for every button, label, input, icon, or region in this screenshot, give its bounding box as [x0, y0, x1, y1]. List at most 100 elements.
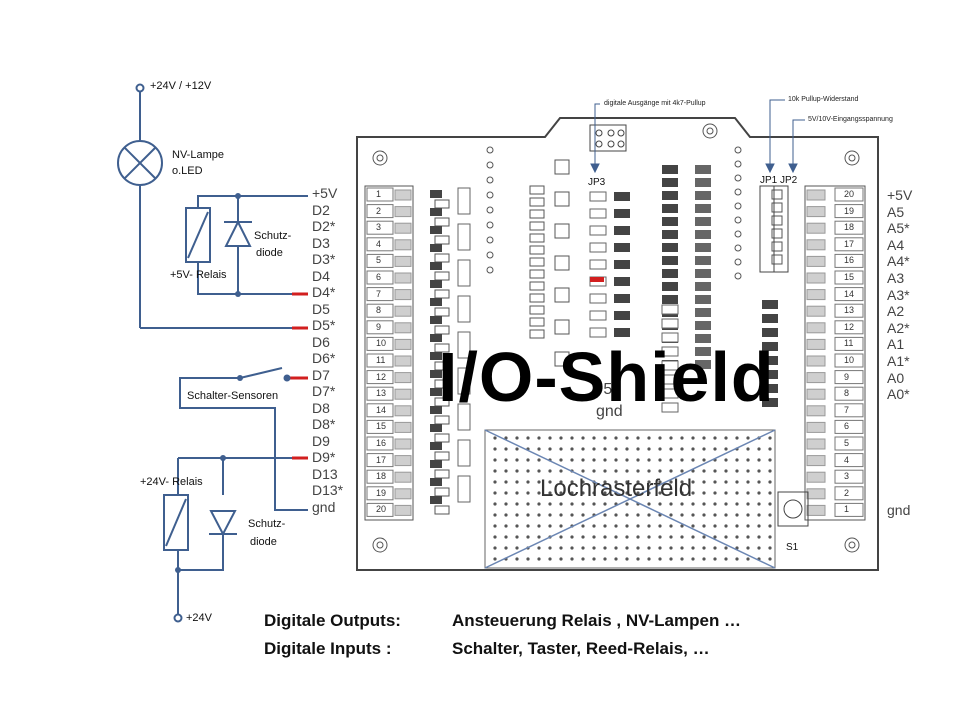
left-pin-label: D9	[312, 432, 330, 449]
terminal-number: 13	[376, 388, 387, 399]
terminal-slot	[366, 353, 394, 368]
supply-top-label: +24V / +12V	[150, 80, 212, 92]
terminal-number: 11	[844, 338, 854, 349]
switch-label: Schalter-Sensoren	[187, 390, 279, 402]
terminal-number: 18	[376, 471, 387, 482]
left-pin-label: D13	[312, 465, 338, 482]
terminal-slot	[834, 469, 864, 484]
terminal-number: 5	[376, 255, 382, 266]
relay-5v-label: +5V- Relais	[170, 269, 227, 281]
terminal-slot	[834, 320, 864, 335]
terminal-slot	[834, 386, 864, 401]
relay-24v-coil	[163, 494, 189, 551]
left-pin-label: D5*	[312, 317, 336, 333]
annotation-outputs: digitale Ausgänge mit 4k7-Pullup	[604, 100, 706, 107]
terminal-number: 1	[376, 189, 382, 199]
left-pin-label: D7*	[312, 383, 336, 399]
right-pin-label: A0*	[887, 386, 910, 403]
right-terminal-block	[804, 185, 866, 521]
switch-symbol	[239, 367, 291, 382]
terminal-number: 3	[844, 471, 850, 482]
right-pin-label: A3	[887, 270, 905, 286]
terminal-number: 20	[844, 189, 855, 199]
diode-2-label-2: diode	[250, 536, 277, 548]
right-pin-label: A1	[887, 336, 905, 353]
diode-1-symbol	[224, 219, 252, 247]
terminal-slot	[834, 336, 864, 351]
right-pin-label: A3*	[887, 286, 910, 303]
relay-5v-coil	[185, 207, 211, 263]
terminal-slot	[834, 204, 864, 219]
terminal-slot	[366, 237, 394, 252]
terminal-slot	[366, 453, 394, 468]
terminal-number: 2	[376, 205, 382, 216]
right-resistor-columns	[661, 146, 783, 413]
left-pin-label: D3*	[312, 251, 336, 267]
terminal-slot	[366, 336, 394, 351]
left-pin-label: D6	[312, 333, 330, 350]
right-pin-label: A2	[887, 303, 905, 320]
pullup-resistor-column	[554, 159, 630, 367]
terminal-number: 7	[376, 288, 382, 299]
left-pin-label: D9*	[312, 449, 336, 465]
red-connection-marks	[290, 292, 308, 460]
annotation-arrows	[590, 99, 805, 174]
annotation-pullup: 10k Pullup-Widerstand	[788, 96, 859, 103]
terminal-number: 15	[376, 421, 387, 432]
switch-s1	[777, 491, 809, 527]
diode-2-symbol	[209, 510, 237, 537]
terminal-number: 18	[844, 222, 855, 233]
terminal-number: 19	[376, 487, 387, 498]
terminal-number: 1	[844, 504, 850, 515]
terminal-number: 3	[376, 222, 382, 233]
left-pin-label: D4	[312, 267, 330, 284]
terminal-slot	[834, 419, 864, 434]
annotation-voltage: 5V/10V-Eingangsspannung	[808, 116, 893, 123]
terminal-slot	[366, 502, 394, 517]
terminal-number: 4	[844, 454, 850, 465]
terminal-slot	[366, 469, 394, 484]
terminal-number: 14	[844, 288, 855, 299]
inputs-caption-label: Digitale Inputs :	[264, 639, 392, 658]
terminal-slot	[834, 436, 864, 451]
right-pin-label: A0	[887, 369, 905, 386]
terminal-slot	[834, 370, 864, 385]
prototype-label: Lochrasterfeld	[540, 475, 693, 502]
terminal-slot	[366, 436, 394, 451]
terminal-number: 12	[844, 321, 855, 332]
terminal-number: 6	[376, 272, 382, 282]
terminal-number: 14	[376, 404, 387, 415]
jp3-header	[589, 124, 627, 152]
right-pin-label: A5*	[887, 220, 910, 237]
diode-1-label: Schutz-	[254, 230, 292, 242]
left-pin-label: D5	[312, 300, 330, 317]
terminal-number: 17	[376, 454, 387, 465]
diode-2-label: Schutz-	[248, 518, 286, 530]
right-pin-label: A4*	[887, 253, 910, 270]
terminal-slot	[834, 403, 864, 418]
left-pin-label: +5V	[312, 185, 338, 201]
terminal-slot	[834, 303, 864, 318]
terminal-number: 9	[844, 371, 850, 382]
terminal-number: 10	[844, 355, 855, 365]
terminal-slot	[834, 187, 864, 202]
terminal-number: 2	[844, 487, 850, 498]
board-gnd-label: gnd	[596, 403, 623, 420]
terminal-number: 16	[844, 255, 855, 266]
terminal-number: 11	[376, 355, 386, 365]
lamp-label-2: o.LED	[172, 165, 203, 177]
terminal-slot	[366, 270, 394, 285]
terminal-slot	[366, 303, 394, 318]
terminal-number: 20	[376, 504, 387, 515]
terminal-number: 13	[844, 305, 855, 316]
left-pin-label: D4*	[312, 284, 336, 300]
s1-label: S1	[786, 542, 799, 553]
terminal-slot	[834, 237, 864, 252]
terminal-slot	[366, 220, 394, 235]
left-pin-label: D2*	[312, 218, 336, 234]
terminal-slot	[366, 187, 394, 202]
terminal-number: 12	[376, 371, 387, 382]
terminal-number: 9	[376, 321, 382, 332]
outputs-caption-text: Ansteuerung Relais , NV-Lampen …	[452, 611, 742, 630]
